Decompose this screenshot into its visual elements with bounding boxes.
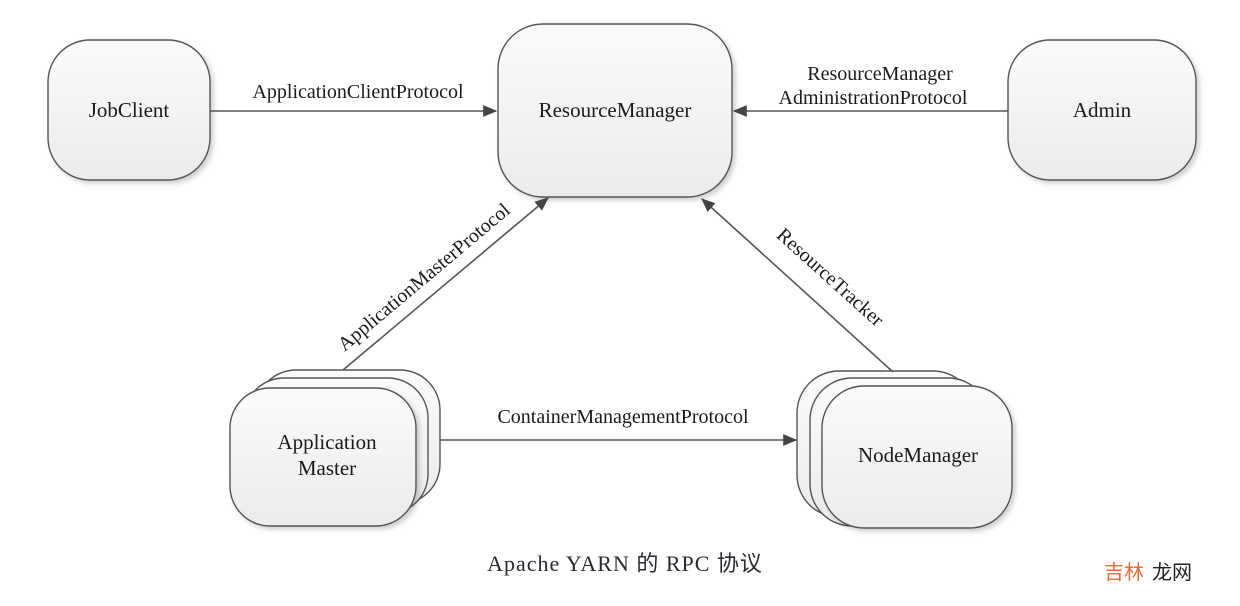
application-master-label-line2: Master [298,456,356,480]
resource-tracker-arrow [701,198,894,373]
application-client-protocol-label: ApplicationClientProtocol [252,81,464,103]
node-admin: Admin [1007,39,1197,181]
edge-rm-administration-protocol: ResourceManager AdministrationProtocol [732,63,1008,117]
node-resource-manager: ResourceManager [497,23,733,198]
resource-manager-box [497,23,733,198]
admin-label: Admin [1073,98,1132,122]
admin-box [1007,39,1197,181]
application-master-protocol-label: ApplicationMasterProtocol [334,199,515,356]
container-management-protocol-label: ContainerManagementProtocol [497,406,748,428]
job-client-label: JobClient [89,98,170,122]
node-manager-box [821,385,1013,529]
node-manager-label: NodeManager [858,443,978,467]
edge-application-client-protocol: ApplicationClientProtocol [210,81,498,117]
watermark-part2: 龙网 [1152,560,1192,584]
rm-administration-protocol-label-line1: ResourceManager [807,63,953,85]
edge-resource-tracker: ResourceTracker [701,198,894,373]
node-job-client: JobClient [47,39,211,181]
watermark-part1: 吉林 [1104,560,1144,584]
job-client-box [47,39,211,181]
node-node-manager: NodeManager [796,370,1013,529]
resource-manager-label: ResourceManager [539,98,692,122]
diagram-caption: Apache YARN 的 RPC 协议 [487,551,763,576]
node-application-master: Application Master [229,369,441,527]
rm-administration-protocol-label-line2: AdministrationProtocol [779,87,968,109]
application-master-label-line1: Application [277,430,377,454]
application-master-box [229,387,417,527]
watermark: 吉林 龙网 [1104,560,1192,584]
edge-application-master-protocol: ApplicationMasterProtocol [334,197,549,371]
edge-container-management-protocol: ContainerManagementProtocol [440,406,798,446]
application-master-protocol-arrow [342,197,549,371]
